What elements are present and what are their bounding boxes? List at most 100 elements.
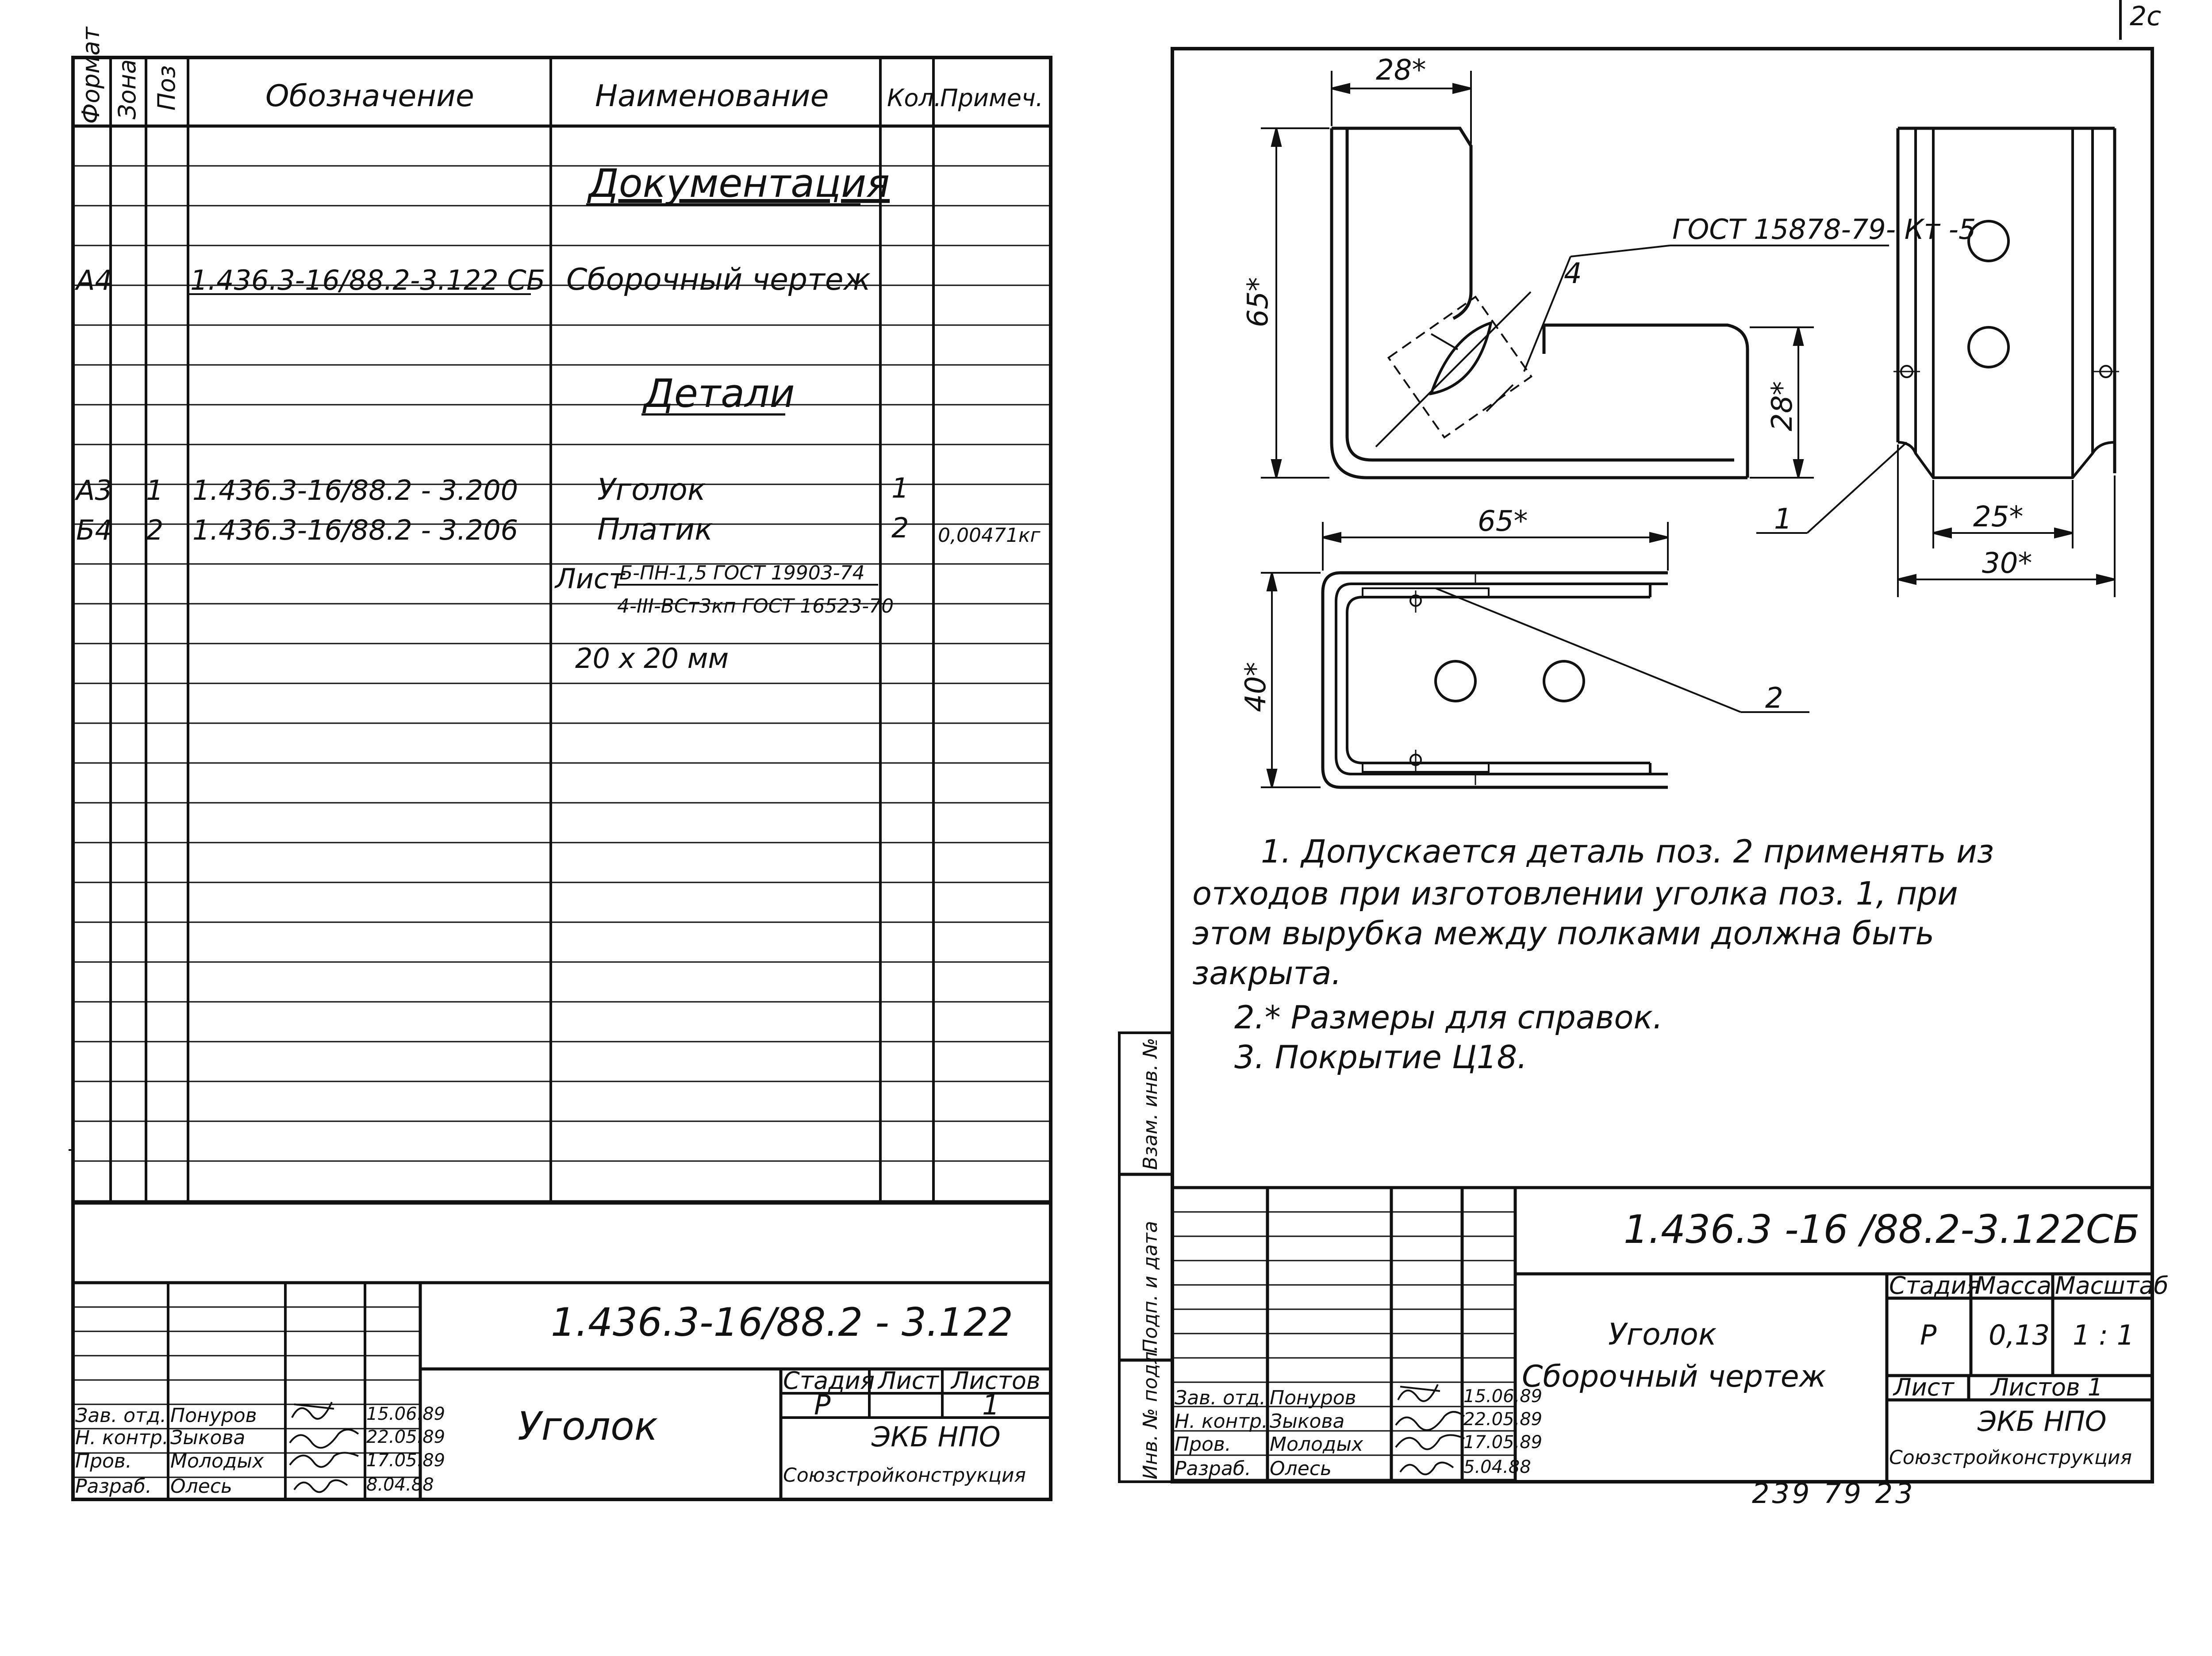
col-header-name: Наименование <box>595 79 829 114</box>
side-label-inv-original: Инв. № подл. <box>1139 1345 1162 1480</box>
dim-bottom-height-text: 40* <box>1240 662 1272 712</box>
row-2-pos: 1 <box>146 474 163 506</box>
note-line-1: 1. Допускается деталь поз. 2 применять и… <box>1261 833 1994 870</box>
row-3-format: Б4 <box>76 514 112 546</box>
drawing-sig-name-4: Олесь <box>1270 1457 1332 1480</box>
row-1-name: Сборочный чертеж <box>566 262 871 297</box>
weld-callout: ГОСТ 15878-79- Кт -5 <box>1672 213 1976 245</box>
leader-position-1 <box>1756 441 1908 534</box>
view-plan-angle <box>1321 571 1668 789</box>
row-2-qty: 1 <box>891 472 909 504</box>
side-label-signature-date: Подп. и дата <box>1139 1221 1162 1353</box>
dimension-bottom-width <box>1322 522 1669 571</box>
drawing-sig-date-4: 5.04.88 <box>1463 1457 1531 1477</box>
drawing-signature-marks <box>1395 1384 1465 1476</box>
dim-right-inner-text: 25* <box>1973 501 2023 533</box>
row-1-format: А4 <box>74 264 112 296</box>
drawing-scale-label: Масштаб <box>2055 1272 2169 1300</box>
note-line-5: 2.* Размеры для справок. <box>1234 999 1663 1036</box>
spec-title: Уголок <box>518 1403 658 1449</box>
note-line-6: 3. Покрытие Ц18. <box>1234 1039 1527 1076</box>
spec-sig-date-3: 17.05.89 <box>366 1450 445 1471</box>
drawing-sig-name-1: Понуров <box>1270 1387 1356 1409</box>
spec-doc-number: 1.436.3-16/88.2 - 3.122 <box>551 1300 1013 1345</box>
dim-bottom-width-text: 65* <box>1478 505 1528 538</box>
dimension-right-outer <box>1897 445 2116 597</box>
dimension-bottom-height <box>1261 572 1321 788</box>
spec-sig-role-3: Пров. <box>75 1450 132 1472</box>
position-label-1: 1 <box>1774 503 1792 536</box>
drawing-sheet-label: Лист <box>1893 1373 1955 1401</box>
drawing-stage-label: Стадия <box>1889 1272 1981 1300</box>
spec-sig-name-3: Молодых <box>170 1450 264 1472</box>
dimension-top-width <box>1331 71 1472 144</box>
spec-sig-date-1: 15.06.89 <box>366 1404 445 1424</box>
weld-leader-number: 4 <box>1564 257 1582 290</box>
view-front-angle <box>1330 126 1749 479</box>
row-3-pos: 2 <box>146 514 163 546</box>
spec-sheets: 1 <box>982 1389 999 1421</box>
note-line-3: этом вырубка между полками должна быть <box>1192 915 1934 952</box>
drawing-title-line-2: Сборочный чертеж <box>1522 1359 1826 1394</box>
drawing-sig-role-2: Н. контр. <box>1175 1410 1268 1433</box>
drawing-sig-date-1: 15.06.89 <box>1463 1386 1542 1407</box>
corner-sheet-number-text: 2c <box>2130 1 2162 32</box>
row-2-name: Уголок <box>597 472 706 507</box>
spec-sig-role-1: Зав. отд. <box>75 1404 166 1427</box>
archive-number: 239 79 23 <box>1752 1477 1916 1510</box>
material-line-2: 4-III-ВСт3кп ГОСТ 16523-70 <box>617 595 894 617</box>
dim-height-text: 65* <box>1242 277 1275 327</box>
row-3-note: 0,00471кг <box>938 524 1041 547</box>
section-parts: Детали <box>642 371 795 416</box>
dimension-height <box>1261 127 1329 479</box>
corner-sheet-number: 2c <box>2119 0 2175 40</box>
row-2-format: А3 <box>74 474 112 506</box>
spec-sig-name-4: Олесь <box>170 1475 232 1498</box>
drawing-org-line-2: Союзстройконструкция <box>1889 1446 2132 1469</box>
drawing-doc-number: 1.436.3 -16 /88.2-3.122СБ <box>1624 1207 2140 1252</box>
col-header-pos: Поз <box>153 65 180 111</box>
row-1-designation: 1.436.3-16/88.2-3.122 СБ <box>190 264 545 296</box>
col-header-note: Примеч. <box>940 84 1043 112</box>
drawing-sheets-label: Листов 1 <box>1990 1373 2103 1401</box>
spec-sig-date-4: 8.04.88 <box>366 1475 434 1495</box>
specification-sheet: Формат Зона Поз Обозначение Наименование… <box>69 26 1052 1501</box>
section-documentation: Документация <box>587 161 890 206</box>
note-line-2: отходов при изготовлении уголка поз. 1, … <box>1192 875 1958 912</box>
leader-position-2 <box>1435 587 1809 713</box>
dimension-right-inner <box>1932 480 2074 548</box>
drawing-sig-date-3: 17.05.89 <box>1463 1432 1542 1453</box>
spec-org-line-2: Союзстройконструкция <box>783 1464 1026 1487</box>
material-prefix: Лист <box>554 563 626 595</box>
spec-sig-name-2: Зыкова <box>170 1426 245 1449</box>
row-3-designation: 1.436.3-16/88.2 - 3.206 <box>192 514 518 546</box>
drawing-sig-role-1: Зав. отд. <box>1175 1387 1266 1409</box>
drawing-mass-label: Масса <box>1975 1272 2051 1300</box>
note-line-4: закрыта. <box>1192 954 1341 992</box>
col-header-designation: Обозначение <box>265 79 474 114</box>
spec-sheets-label: Листов <box>950 1367 1041 1395</box>
drawing-sig-date-2: 22.05.89 <box>1463 1409 1542 1430</box>
spec-stage-label: Стадия <box>783 1367 875 1395</box>
drawing-org-line-1: ЭКБ НПО <box>1977 1405 2107 1438</box>
drawing-scale: 1 : 1 <box>2073 1319 2134 1351</box>
drawing-mass: 0,13 <box>1989 1319 2050 1351</box>
assembly-drawing-sheet: Инв. № подл. Подп. и дата Взам. инв. № 4… <box>1118 47 2169 1484</box>
view-side-angle <box>1893 126 2119 479</box>
row-3-name: Платик <box>597 512 713 547</box>
spec-signature-marks <box>289 1402 359 1493</box>
drawing-sig-role-3: Пров. <box>1175 1433 1231 1456</box>
dim-flange-height-text: 28* <box>1766 381 1799 431</box>
material-line-1: Б-ПН-1,5 ГОСТ 19903-74 <box>619 562 865 584</box>
row-2-designation: 1.436.3-16/88.2 - 3.200 <box>192 474 518 506</box>
spec-sig-role-2: Н. контр. <box>75 1426 169 1449</box>
dim-top-width-text: 28* <box>1376 54 1426 87</box>
position-label-2: 2 <box>1765 682 1783 715</box>
dimension-flange-height <box>1750 326 1814 479</box>
side-label-replaced-inv: Взам. инв. № <box>1139 1038 1162 1170</box>
row-3-qty: 2 <box>891 512 909 544</box>
drawing-title-line-1: Уголок <box>1608 1317 1717 1352</box>
spec-sig-name-1: Понуров <box>170 1404 257 1427</box>
dim-right-outer-text: 30* <box>1982 547 2032 580</box>
weld-symbol <box>1375 245 1889 448</box>
